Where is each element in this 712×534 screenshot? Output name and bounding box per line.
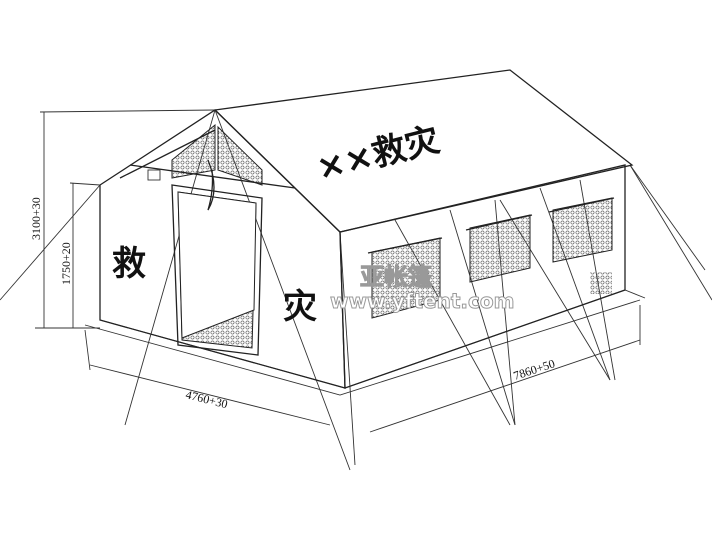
gable-vents [119,123,296,189]
watermark-brand: 亚帐篷 [360,263,433,291]
side-wall [339,164,626,389]
window-3 [552,197,613,263]
side-wall-text: 灾 [283,287,317,327]
watermark-url: www.yftent.com [330,289,514,313]
wall-height-label: 1750+20 [59,242,73,285]
height-total-label: 3100+30 [29,197,43,240]
windows [367,197,615,319]
length-label: 7860+50 [512,356,557,383]
door [171,159,263,356]
dimension-lines [35,109,641,433]
width-label: 4760+30 [184,387,229,411]
front-wall-text: 救 [112,244,146,284]
window-2 [469,214,531,283]
roof-text: ××救灾 [313,120,444,189]
